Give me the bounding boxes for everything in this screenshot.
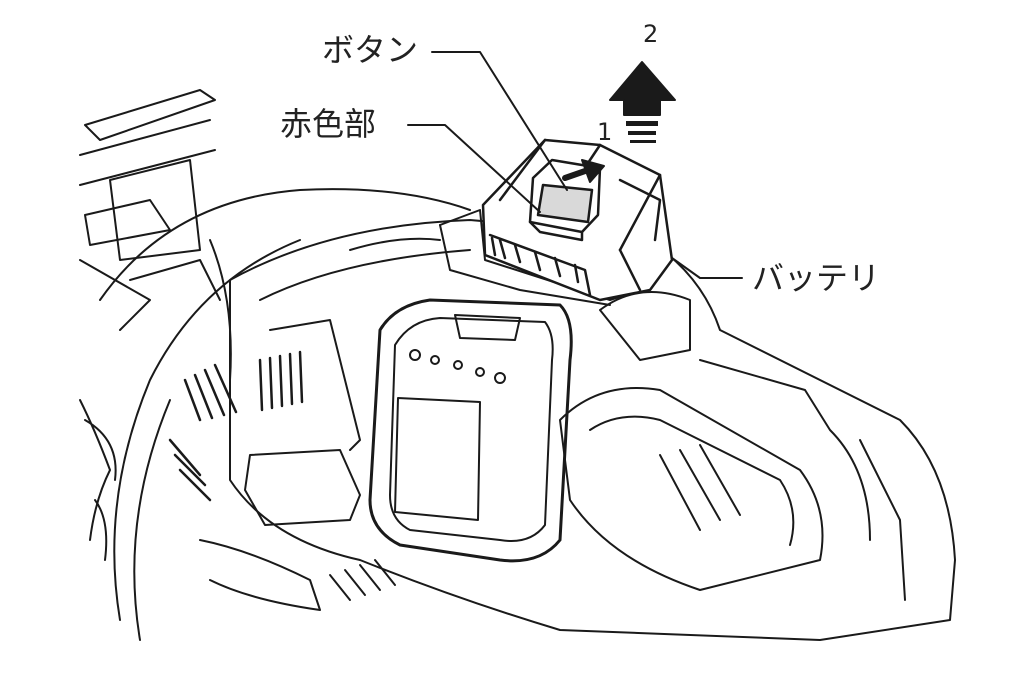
step1-label: 1 (597, 118, 613, 146)
left-machine-parts (79, 89, 471, 641)
housing-body (229, 219, 956, 641)
arrow-step1-icon (562, 159, 605, 183)
step2-label: 2 (643, 20, 659, 48)
front-battery-pack (368, 298, 573, 563)
release-button (528, 158, 602, 242)
red-part-label: 赤色部 (280, 105, 377, 143)
leader-lines (407, 51, 743, 279)
battery-label: バッテリ (752, 259, 881, 297)
cooling-fins (168, 350, 304, 502)
side-panel (199, 319, 396, 611)
button-label: ボタン (322, 31, 419, 69)
arrow-step2-icon (609, 61, 676, 143)
